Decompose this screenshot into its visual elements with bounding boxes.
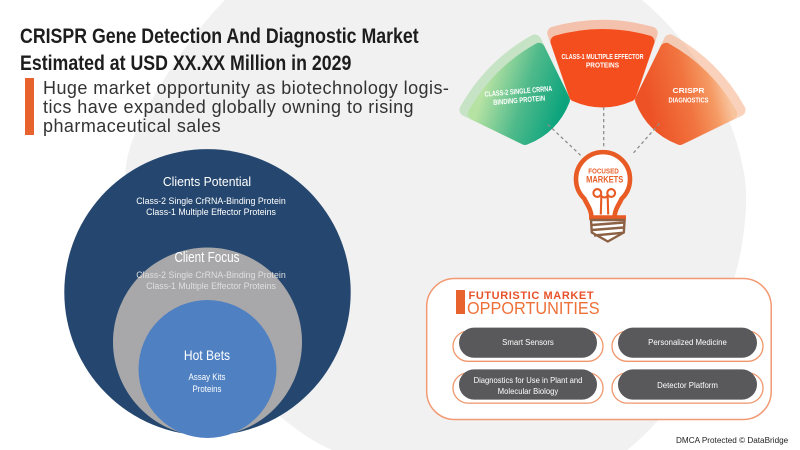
svg-text:PROTEINS: PROTEINS bbox=[586, 60, 619, 69]
svg-text:DIAGNOSTICS: DIAGNOSTICS bbox=[669, 97, 709, 104]
svg-text:MARKETS: MARKETS bbox=[586, 173, 623, 184]
svg-text:CLASS-1 MULTIPLE EFFECTOR: CLASS-1 MULTIPLE EFFECTOR bbox=[562, 52, 644, 61]
svg-text:CRISPR: CRISPR bbox=[673, 88, 705, 95]
svg-text:FOCUSED: FOCUSED bbox=[588, 166, 619, 175]
svg-text:BINDING PROTEIN: BINDING PROTEIN bbox=[493, 94, 546, 107]
